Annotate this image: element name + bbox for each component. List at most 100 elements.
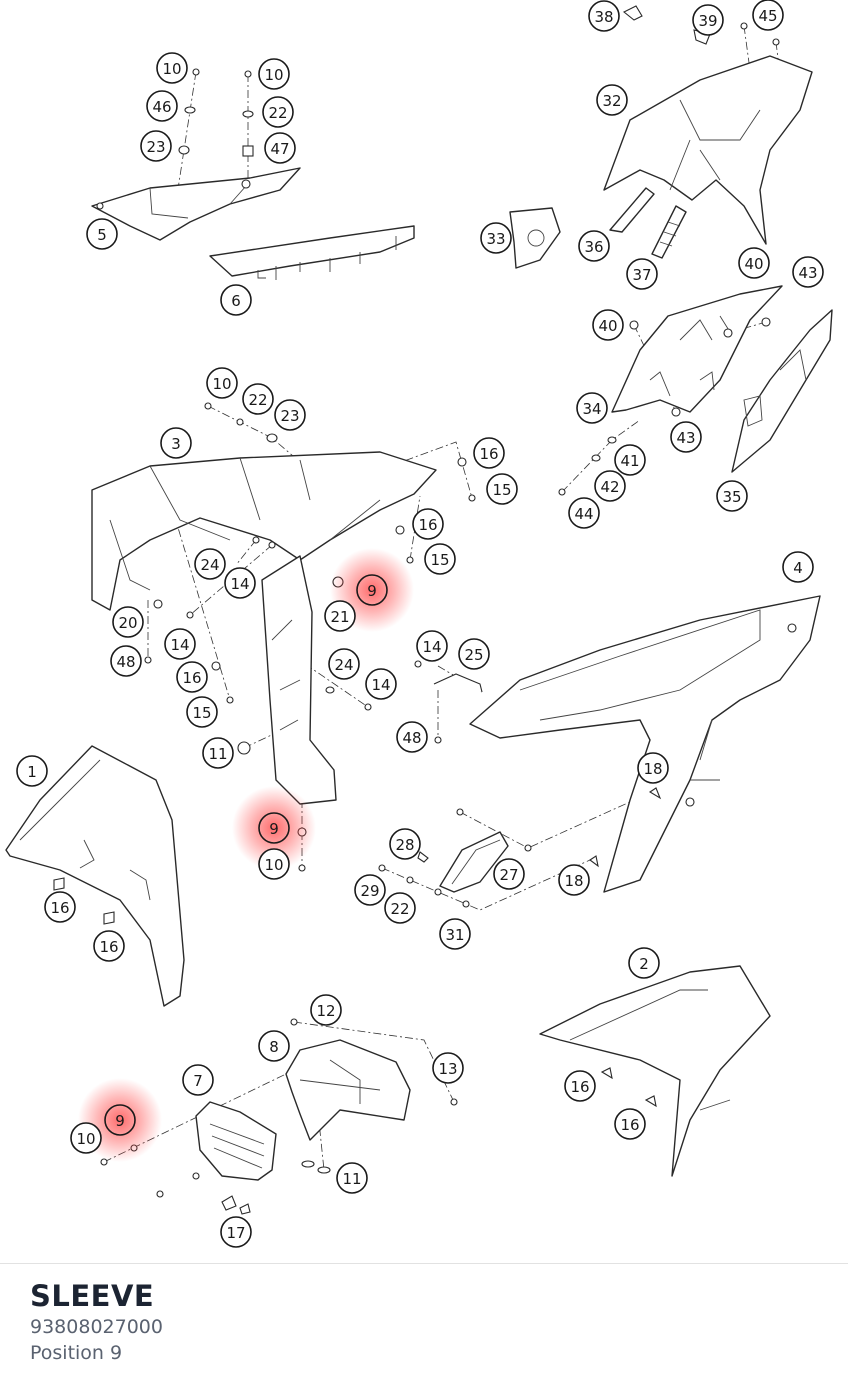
- callout: 47: [264, 132, 296, 164]
- callout-label: 10: [264, 856, 283, 874]
- callout-label: 34: [582, 400, 601, 418]
- callout-ring: [389, 828, 421, 860]
- callout-ring: [164, 628, 196, 660]
- part-35: [731, 309, 833, 473]
- callout-ring: [258, 58, 290, 90]
- callout-ring: [156, 52, 188, 84]
- callout: 14: [224, 567, 256, 599]
- callout: 16: [412, 508, 444, 540]
- callout: 1: [16, 755, 48, 787]
- callout-ring: [416, 630, 448, 662]
- callout-label: 22: [390, 900, 409, 918]
- callout: 15: [424, 543, 456, 575]
- callout: 46: [146, 90, 178, 122]
- callout-ring: [336, 1162, 368, 1194]
- callout: 22: [242, 383, 274, 415]
- callout: 2: [628, 947, 660, 979]
- callout-ring: [432, 1052, 464, 1084]
- callout-ring: [596, 84, 628, 116]
- callout-label: 22: [248, 391, 267, 409]
- part-info-panel: SLEEVE 93808027000 Position 9: [30, 1278, 163, 1366]
- callout-label: 10: [264, 66, 283, 84]
- callout-label: 47: [270, 140, 289, 158]
- callout: 5: [86, 218, 118, 250]
- callout-ring: [384, 892, 416, 924]
- callout-ring: [738, 247, 770, 279]
- callout-label: 18: [643, 760, 662, 778]
- callout-ring: [614, 1108, 646, 1140]
- callout: 17: [220, 1216, 252, 1248]
- callout: 25: [458, 638, 490, 670]
- callout-ring: [614, 444, 646, 476]
- callout-label: 1: [27, 763, 37, 781]
- part-1: [5, 745, 185, 1007]
- callout-label: 39: [698, 12, 717, 30]
- callout: 16: [44, 891, 76, 923]
- callout: 18: [637, 752, 669, 784]
- callout-ring: [146, 90, 178, 122]
- callout-ring: [70, 1122, 102, 1154]
- callout-label: 11: [342, 1170, 361, 1188]
- callout: 12: [310, 994, 342, 1026]
- callout-label: 15: [492, 481, 511, 499]
- callout-ring: [396, 721, 428, 753]
- callout: 34: [576, 392, 608, 424]
- callout-ring: [626, 258, 658, 290]
- callout-ring: [110, 645, 142, 677]
- callout-ring: [202, 737, 234, 769]
- callout-label: 46: [152, 98, 171, 116]
- callout: 10: [70, 1122, 102, 1154]
- callout-label: 17: [226, 1224, 245, 1242]
- part-4: [469, 595, 821, 893]
- callout: 22: [262, 96, 294, 128]
- part-5: [91, 167, 301, 241]
- callout-label: 32: [602, 92, 621, 110]
- part-33: [509, 207, 561, 269]
- callout: 27: [493, 858, 525, 890]
- callout-label: 45: [758, 7, 777, 25]
- callout: 10: [206, 367, 238, 399]
- callout-ring: [258, 1030, 290, 1062]
- callout: 48: [396, 721, 428, 753]
- callout: 28: [389, 828, 421, 860]
- callout-label: 9: [115, 1112, 125, 1130]
- callout-ring: [112, 606, 144, 638]
- callout-ring: [365, 668, 397, 700]
- hardware-28-31: [378, 787, 662, 908]
- callout-ring: [258, 848, 290, 880]
- callout: 11: [202, 737, 234, 769]
- callout-ring: [564, 1070, 596, 1102]
- callout-label: 16: [418, 516, 437, 534]
- callout-label: 3: [171, 435, 181, 453]
- callout: 4: [782, 551, 814, 583]
- highlight-glow: [232, 786, 316, 870]
- callout-ring: [324, 600, 356, 632]
- info-divider: [0, 1263, 848, 1264]
- callout-label: 27: [499, 866, 518, 884]
- callout: 15: [186, 696, 218, 728]
- callout-label: 36: [584, 238, 603, 256]
- callout-ring: [86, 218, 118, 250]
- callout-ring: [220, 284, 252, 316]
- part-number: 93808027000: [30, 1316, 163, 1338]
- callout: 38: [588, 0, 620, 32]
- callout-label: 14: [230, 575, 249, 593]
- callout-label: 24: [334, 656, 353, 674]
- callout-ring: [194, 548, 226, 580]
- part-36: [609, 187, 655, 233]
- callout-label: 2: [639, 955, 649, 973]
- callout-ring: [493, 858, 525, 890]
- callout: 21: [324, 600, 356, 632]
- callout: 29: [354, 874, 386, 906]
- callout-ring: [592, 309, 624, 341]
- callout-ring: [182, 1064, 214, 1096]
- hardware-38-39: [622, 5, 780, 46]
- callout-label: 10: [162, 60, 181, 78]
- callout-ring: [692, 4, 724, 36]
- callout-label: 9: [367, 582, 377, 600]
- callout: 7: [182, 1064, 214, 1096]
- callout-label: 15: [192, 704, 211, 722]
- callout-ring: [792, 256, 824, 288]
- callout: 16: [473, 437, 505, 469]
